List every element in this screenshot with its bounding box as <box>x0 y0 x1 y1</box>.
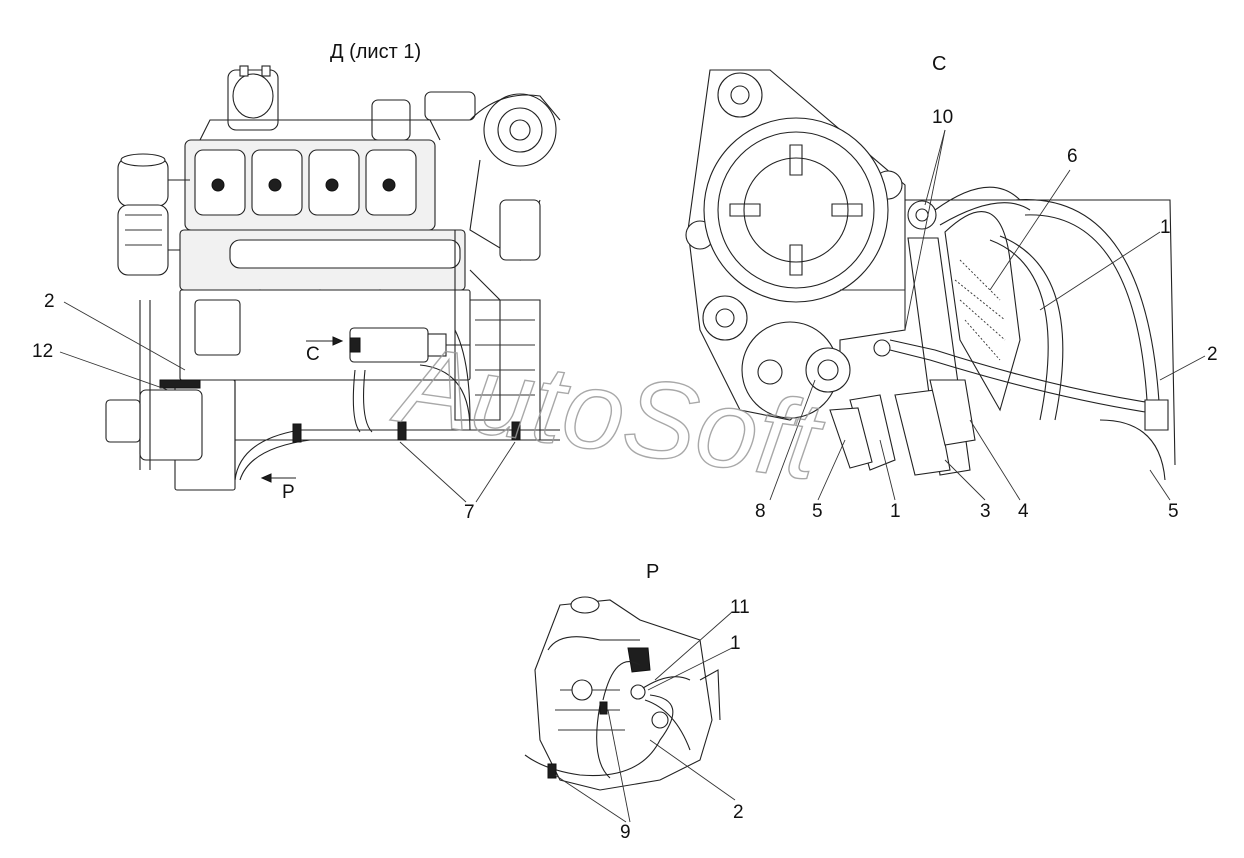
starter-housing <box>685 69 1176 466</box>
callout-c-1a: 1 <box>1160 217 1171 238</box>
wire-harness <box>234 329 560 481</box>
callout-c-3: 3 <box>980 501 991 522</box>
callout-c-8: 8 <box>755 501 766 522</box>
callout-c-10: 10 <box>932 107 953 128</box>
callout-c-6: 6 <box>1067 146 1078 167</box>
callout-p-11: 11 <box>730 597 750 618</box>
starter-detail-view: C <box>685 53 1218 522</box>
starter-cables <box>829 186 1169 481</box>
callout-d-7: 7 <box>464 502 475 523</box>
alternator-view-title: Р <box>646 561 659 583</box>
engine-callouts: 2 12 7 <box>32 291 516 523</box>
callout-d-2: 2 <box>44 291 55 312</box>
callout-c-4: 4 <box>1018 501 1029 522</box>
callout-d-12: 12 <box>32 341 53 362</box>
engine-view: Д (лист 1) <box>32 41 561 523</box>
starter-motor <box>349 327 470 363</box>
callout-c-5a: 5 <box>812 501 823 522</box>
alternator-body <box>534 596 721 791</box>
engine-block <box>174 229 560 491</box>
starter-view-title: C <box>932 53 946 75</box>
view-arrow-p: Р <box>260 473 296 503</box>
left-pulley-unit <box>105 300 203 470</box>
callout-p-1: 1 <box>730 633 741 654</box>
terminal-studs <box>805 200 937 393</box>
callout-c-2: 2 <box>1207 344 1218 365</box>
engine-view-title: Д (лист 1) <box>330 41 421 63</box>
alternator-callouts: 11 1 2 9 <box>554 597 750 843</box>
view-arrow-c: C <box>306 336 344 365</box>
callout-p-2: 2 <box>733 802 744 823</box>
callout-c-1b: 1 <box>890 501 901 522</box>
view-arrow-c-label: C <box>306 344 320 365</box>
alternator-view: Р 11 1 2 9 <box>524 561 750 843</box>
callout-p-9: 9 <box>620 822 631 843</box>
view-arrow-p-label: Р <box>282 482 295 503</box>
starter-callouts: 10 6 1 2 8 5 1 3 4 5 <box>755 107 1218 522</box>
alternator-cables <box>524 647 691 779</box>
starter-solenoid <box>741 321 839 419</box>
callout-c-5b: 5 <box>1168 501 1179 522</box>
valve-covers <box>184 119 441 231</box>
oil-filters <box>117 153 190 276</box>
